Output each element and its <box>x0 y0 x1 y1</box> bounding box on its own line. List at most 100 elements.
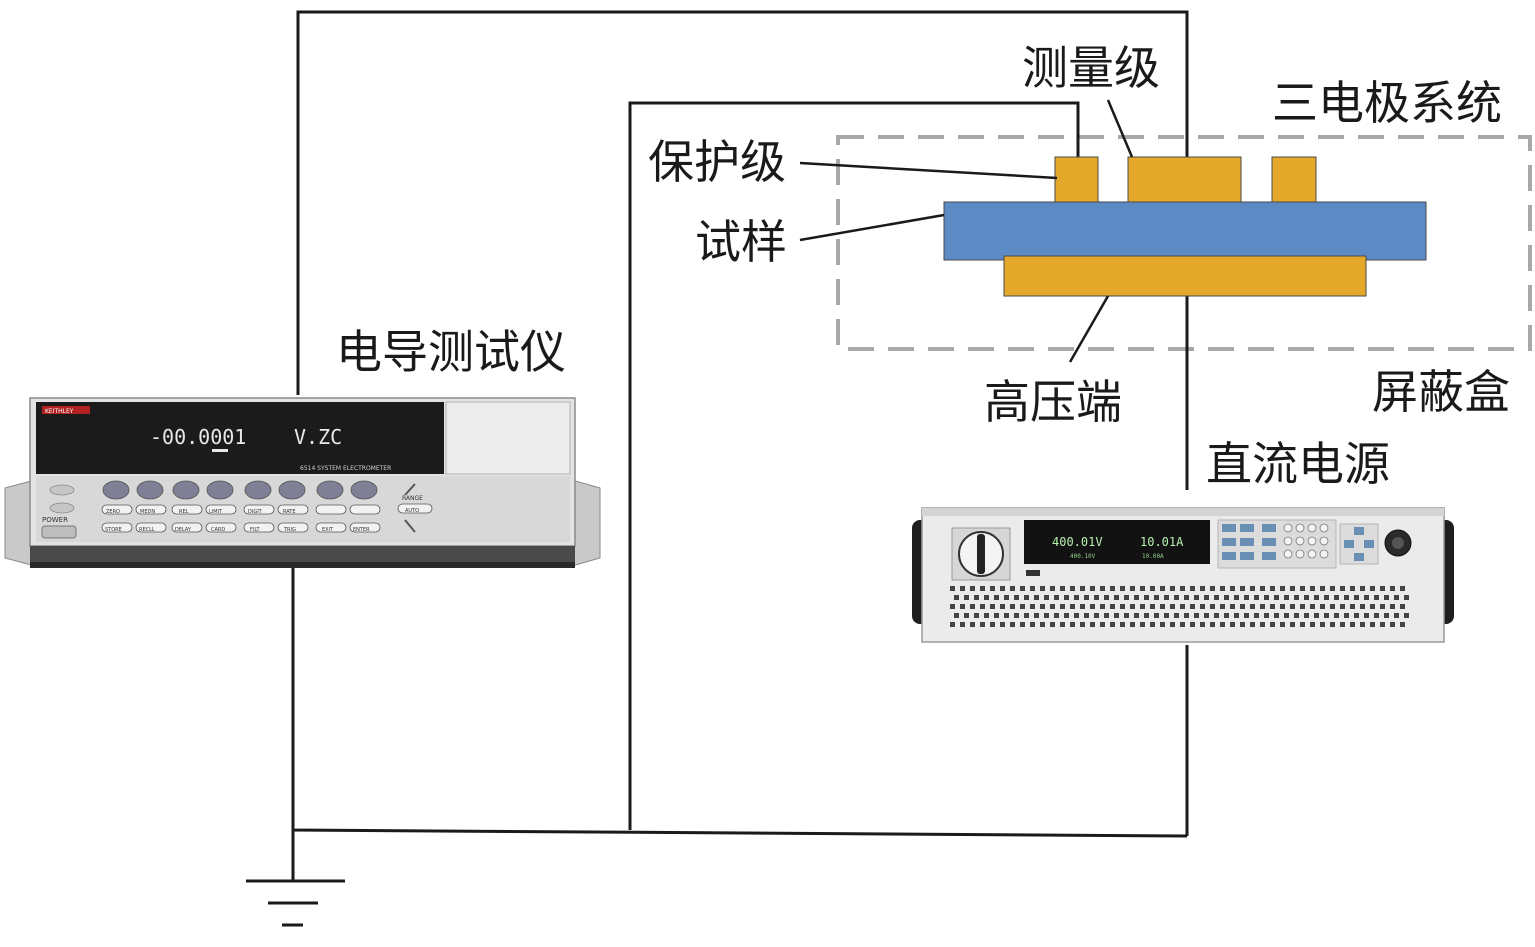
label-dc-power-supply: 直流电源 <box>1206 437 1390 491</box>
vent-hole <box>1114 613 1119 618</box>
electrometer-key-enter: ENTER <box>353 527 370 533</box>
vent-hole <box>1164 613 1169 618</box>
vent-hole <box>1234 595 1239 600</box>
psu-keypad[interactable] <box>1217 519 1337 569</box>
electrometer-device: KEITHLEY -00.0001 V.ZC 6514 SYSTEM ELECT… <box>4 397 601 568</box>
vent-hole <box>1160 604 1165 609</box>
vent-hole <box>1380 586 1385 591</box>
vent-hole <box>1320 604 1325 609</box>
vent-hole <box>1130 604 1135 609</box>
electrometer-key-limit: LIMIT <box>209 509 223 515</box>
electrometer-keys-row1[interactable] <box>101 504 381 515</box>
psu-sub-reading-right: 10.00A <box>1142 553 1164 560</box>
psu-navigation-keys[interactable] <box>1339 523 1379 565</box>
vent-hole <box>1390 604 1395 609</box>
vent-hole <box>1190 604 1195 609</box>
vent-hole <box>1234 613 1239 618</box>
vent-hole <box>1330 604 1335 609</box>
sample <box>943 201 1427 261</box>
vent-hole <box>1090 622 1095 627</box>
vent-hole <box>1044 613 1049 618</box>
vent-hole <box>1200 586 1205 591</box>
vent-hole <box>1340 604 1345 609</box>
vent-hole <box>1100 586 1105 591</box>
vent-hole <box>1350 604 1355 609</box>
electrometer-reading: -00.0001 <box>150 425 246 449</box>
vent-hole <box>1160 586 1165 591</box>
guard-wire <box>628 101 1080 830</box>
psu-sub-reading-left: 400.10V <box>1070 553 1096 560</box>
vent-hole <box>1194 595 1199 600</box>
vent-hole <box>1180 622 1185 627</box>
vent-hole <box>1400 622 1405 627</box>
vent-hole <box>1020 604 1025 609</box>
psu-vent-grid <box>950 586 1409 627</box>
vent-hole <box>1374 595 1379 600</box>
electrometer-auto-key[interactable] <box>397 503 433 514</box>
vent-hole <box>1020 622 1025 627</box>
electrometer-auto-label: AUTO <box>405 508 419 514</box>
vent-hole <box>1254 595 1259 600</box>
high-voltage-electrode <box>1003 255 1367 297</box>
vent-hole <box>1384 613 1389 618</box>
electrometer-keys-row2[interactable] <box>101 522 381 533</box>
electrometer-power-switch[interactable] <box>41 525 77 539</box>
vent-hole <box>1304 595 1309 600</box>
vent-hole <box>1030 622 1035 627</box>
psu-display <box>1024 520 1210 564</box>
vent-hole <box>1194 613 1199 618</box>
vent-hole <box>1260 586 1265 591</box>
electrometer-function-keys[interactable] <box>102 480 378 500</box>
vent-hole <box>1150 586 1155 591</box>
vent-hole <box>964 595 969 600</box>
vent-hole <box>1210 622 1215 627</box>
vent-hole <box>980 586 985 591</box>
vent-hole <box>1054 595 1059 600</box>
vent-hole <box>1224 613 1229 618</box>
vent-hole <box>1220 586 1225 591</box>
vent-hole <box>1390 586 1395 591</box>
vent-hole <box>1134 595 1139 600</box>
label-high-voltage-end: 高压端 <box>984 375 1122 429</box>
label-three-electrode-system: 三电极系统 <box>1272 76 1502 130</box>
label-conductance-meter: 电导测试仪 <box>336 325 566 379</box>
vent-hole <box>954 613 959 618</box>
electrometer-key-rel: REL <box>179 509 189 515</box>
electrometer-key-rate: RATE <box>283 509 296 515</box>
vent-hole <box>1014 613 1019 618</box>
vent-hole <box>1030 604 1035 609</box>
vent-hole <box>1320 622 1325 627</box>
vent-hole <box>990 604 995 609</box>
ground-symbol <box>246 879 345 927</box>
vent-hole <box>1284 595 1289 600</box>
circuit-wires <box>291 10 1189 880</box>
guard-electrode-left <box>1054 156 1099 203</box>
vent-hole <box>1180 586 1185 591</box>
vent-hole <box>1260 622 1265 627</box>
vent-hole <box>1224 595 1229 600</box>
vent-hole <box>1360 586 1365 591</box>
vent-hole <box>1064 595 1069 600</box>
vent-hole <box>974 595 979 600</box>
vent-hole <box>950 604 955 609</box>
vent-hole <box>1040 622 1045 627</box>
range-up-icon[interactable] <box>404 483 416 496</box>
range-down-icon[interactable] <box>404 519 416 533</box>
vent-hole <box>1000 604 1005 609</box>
outer-wire <box>296 10 1189 395</box>
vent-hole <box>1240 604 1245 609</box>
vent-hole <box>1144 595 1149 600</box>
vent-hole <box>994 595 999 600</box>
vent-hole <box>1240 586 1245 591</box>
measure-electrode <box>1127 156 1242 203</box>
vent-hole <box>1330 586 1335 591</box>
vent-hole <box>1214 595 1219 600</box>
vent-hole <box>1174 595 1179 600</box>
vent-hole <box>1310 586 1315 591</box>
vent-hole <box>1114 595 1119 600</box>
vent-hole <box>1320 586 1325 591</box>
vent-hole <box>1100 604 1105 609</box>
vent-hole <box>1344 595 1349 600</box>
vent-hole <box>1340 586 1345 591</box>
vent-hole <box>1314 595 1319 600</box>
